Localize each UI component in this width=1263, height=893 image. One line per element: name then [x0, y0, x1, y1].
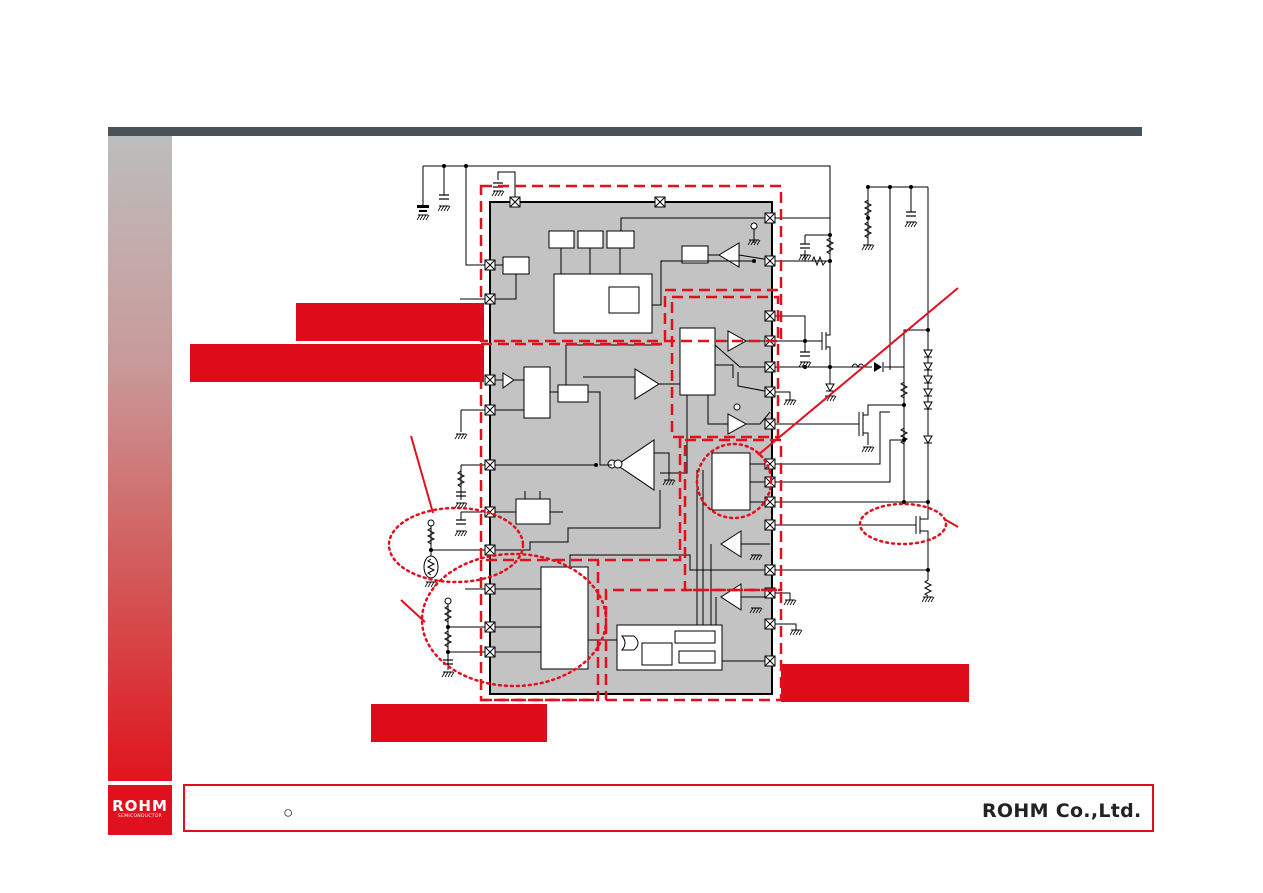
callout-label-3 [781, 664, 969, 702]
oscillator-block [523, 366, 551, 419]
softstart-block [515, 498, 551, 525]
callout-label-2 [190, 344, 484, 382]
protection-block [540, 566, 589, 670]
uvlo-block [502, 256, 530, 275]
control-logic-block [553, 273, 653, 334]
footer-bar [183, 784, 1154, 832]
rohm-logo: ROHM SEMICONDUCTOR [108, 785, 172, 835]
timer-sub-1 [674, 630, 716, 644]
driver-logic-block [679, 327, 716, 396]
highlight-ellipses [387, 442, 948, 688]
timer-sub-3 [641, 642, 673, 666]
highlight-mosfet [858, 502, 948, 546]
logo-wordmark: ROHM [112, 797, 168, 815]
ref-block-3 [606, 230, 635, 249]
highlight-input-pins [420, 552, 608, 688]
pointer-lines [400, 287, 959, 623]
region-input [479, 560, 600, 702]
region-control [479, 344, 682, 562]
callout-label-4 [371, 704, 547, 742]
logo-tagline: SEMICONDUCTOR [117, 814, 163, 819]
slope-block [557, 384, 589, 403]
company-name: ROHM Co.,Ltd. [982, 800, 1142, 822]
ref-block-1 [548, 230, 575, 249]
current-sense-block [711, 452, 751, 511]
footer-circle-mark: ○ [283, 803, 294, 822]
region-power-supply [479, 184, 783, 343]
error-amplifier [616, 439, 655, 491]
callout-label-1 [296, 303, 484, 341]
or-gate [620, 635, 639, 651]
highlight-sense-block [695, 442, 773, 520]
title-rule-bar [108, 127, 1142, 136]
logic-subblock [608, 286, 640, 314]
side-gradient-strip [108, 136, 172, 781]
bias-block [681, 245, 709, 264]
region-boundary-1 [481, 288, 781, 346]
ref-block-2 [577, 230, 604, 249]
timer-sub-2 [678, 650, 716, 664]
region-driver [670, 295, 780, 439]
pwm-comparator [634, 368, 660, 400]
highlight-ntc [387, 506, 525, 584]
